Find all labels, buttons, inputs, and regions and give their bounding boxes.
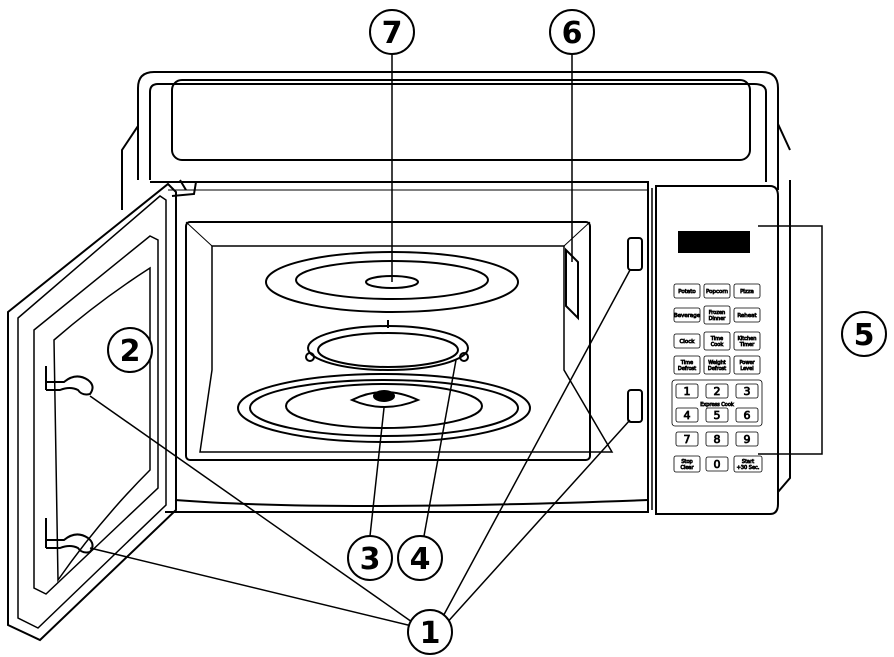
svg-text:Defrost: Defrost [708,366,726,372]
svg-text:4: 4 [684,409,691,422]
clock-button[interactable]: Clock [673,333,701,349]
svg-text:Popcorn: Popcorn [706,289,729,295]
svg-text:4: 4 [410,542,431,577]
keypad: Potato Popcorn Pizza Beverage Frozen Din… [671,283,763,473]
popcorn-button[interactable]: Popcorn [703,283,731,299]
digit-9-button[interactable]: 9 [735,431,759,447]
svg-text:Weight: Weight [708,360,725,366]
callout-1: 1 [407,609,453,655]
stop-clear-button[interactable]: Stop Clear [673,455,701,473]
oven-cavity [185,221,614,461]
frozen-dinner-button[interactable]: Frozen Dinner [703,305,731,325]
callout-7: 7 [369,9,415,55]
leader-lines [89,46,823,627]
kitchen-timer-button[interactable]: Kitchen Timer [733,331,761,351]
svg-text:Kitchen: Kitchen [738,336,757,342]
pizza-button[interactable]: Pizza [733,283,761,299]
front-frame [165,181,649,513]
svg-text:Pizza: Pizza [740,289,754,295]
callout-6: 6 [549,9,595,55]
svg-text:Clock: Clock [680,339,696,345]
power-level-button[interactable]: Power Level [733,355,761,375]
display-window [678,231,750,253]
svg-text:7: 7 [382,16,403,51]
svg-text:Time: Time [680,360,693,366]
svg-text:5: 5 [854,318,875,353]
svg-text:Frozen: Frozen [709,310,725,316]
svg-text:9: 9 [744,433,751,446]
microwave-cabinet [121,71,791,493]
svg-text:2: 2 [120,334,141,369]
start-button[interactable]: Start +30 Sec. [733,455,763,473]
svg-text:3: 3 [360,542,381,577]
digit-2-button[interactable]: 2 [705,383,729,399]
svg-text:Start: Start [742,459,754,465]
potato-button[interactable]: Potato [673,283,701,299]
svg-text:Clear: Clear [680,465,694,471]
svg-text:7: 7 [684,433,691,446]
svg-text:2: 2 [714,385,721,398]
time-cook-button[interactable]: Time Cook [703,331,731,351]
svg-text:Defrost: Defrost [678,366,696,372]
svg-text:5: 5 [714,409,721,422]
svg-text:Power: Power [739,360,755,366]
reheat-button[interactable]: Reheat [733,307,761,323]
svg-text:6: 6 [562,16,583,51]
svg-text:Time: Time [710,336,723,342]
svg-text:8: 8 [714,433,721,446]
svg-text:Dinner: Dinner [709,316,727,322]
door-latch-slots [627,237,643,423]
weight-defrost-button[interactable]: Weight Defrost [703,355,731,375]
digit-5-button[interactable]: 5 [705,407,729,423]
time-defrost-button[interactable]: Time Defrost [673,355,701,375]
svg-text:Potato: Potato [678,289,696,295]
door-latch-hooks [45,366,94,554]
digit-7-button[interactable]: 7 [675,431,699,447]
svg-text:Cook: Cook [711,342,724,348]
control-panel [651,185,779,515]
beverage-button[interactable]: Beverage [673,307,701,323]
callout-3: 3 [347,535,393,581]
door [7,179,198,642]
callout-5: 5 [841,311,887,357]
svg-text:Beverage: Beverage [674,313,701,319]
turntable [237,373,531,443]
svg-text:3: 3 [744,385,751,398]
roller-ring [305,320,469,371]
svg-text:1: 1 [684,385,691,398]
callout-4: 4 [397,535,443,581]
express-cook-group [671,379,763,427]
digit-4-button[interactable]: 4 [675,407,699,423]
svg-text:Reheat: Reheat [737,313,757,319]
digit-8-button[interactable]: 8 [705,431,729,447]
svg-text:Level: Level [740,366,753,372]
svg-text:+30 Sec.: +30 Sec. [737,465,760,471]
svg-text:0: 0 [714,458,721,471]
digit-0-button[interactable]: 0 [705,456,729,472]
svg-text:6: 6 [744,409,751,422]
svg-text:Timer: Timer [739,342,755,348]
svg-text:Stop: Stop [681,459,692,465]
digit-1-button[interactable]: 1 [675,383,699,399]
svg-text:1: 1 [420,616,441,651]
waveguide-cover [565,247,579,321]
digit-3-button[interactable]: 3 [735,383,759,399]
digit-6-button[interactable]: 6 [735,407,759,423]
callout-2: 2 [107,327,153,373]
express-cook-label: Express Cook [700,402,734,408]
